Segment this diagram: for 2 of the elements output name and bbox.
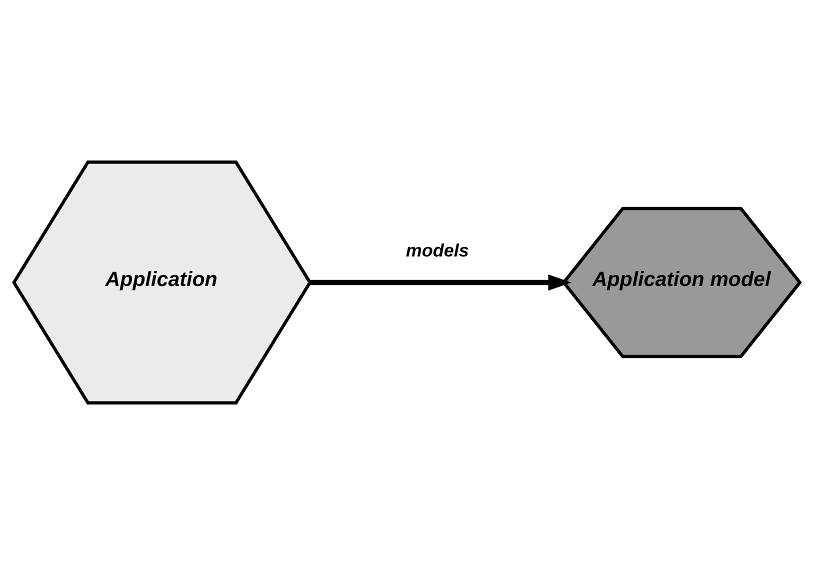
arrow <box>310 274 572 291</box>
edge-label: models <box>406 240 469 260</box>
